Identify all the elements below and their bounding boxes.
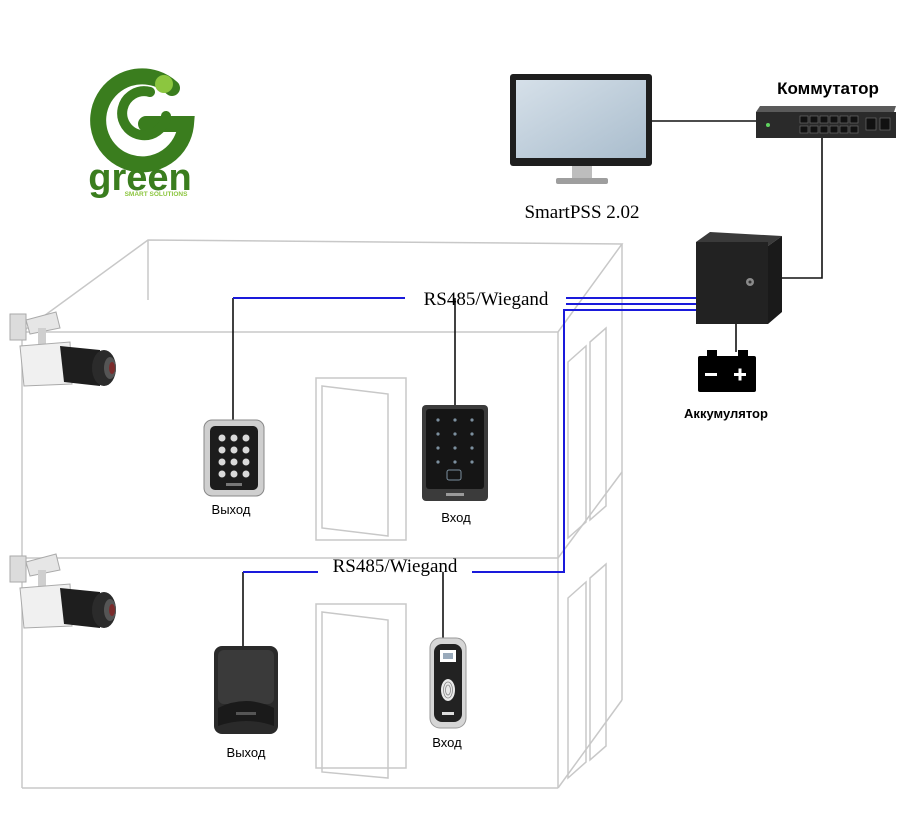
brand-logo: green SMART SOLUTIONS: [88, 68, 195, 199]
door-icon: [315, 377, 407, 541]
cctv-camera-icon: [9, 553, 116, 629]
network-switch-icon: [756, 106, 896, 138]
battery-label: Аккумулятор: [684, 406, 768, 421]
entry-top-label: Вход: [441, 510, 471, 525]
building: [19, 239, 624, 789]
building-roof: [19, 239, 624, 333]
switch-label: Коммутатор: [777, 79, 879, 98]
bus-bottom-label: RS485/Wiegand: [333, 556, 458, 577]
rs485-bus: [233, 297, 696, 573]
network-cabling: [232, 120, 823, 646]
cctv-camera-icon: [9, 311, 116, 387]
bus-top-label: RS485/Wiegand: [424, 289, 549, 310]
side-window: [567, 580, 587, 780]
entry-bottom-label: Вход: [432, 735, 462, 750]
door-icon: [315, 603, 407, 779]
logo-wordmark: green: [88, 157, 191, 199]
keypad-reader-icon: [422, 405, 488, 501]
logo-g-inner: [117, 86, 171, 141]
exit-bottom-label: Выход: [227, 745, 266, 760]
access-controller-icon: [696, 232, 782, 324]
bus-riser: [472, 309, 696, 573]
side-window: [589, 562, 607, 762]
battery-icon: [698, 350, 756, 392]
side-window: [567, 344, 587, 540]
switch-to-controller-cable: [780, 138, 823, 279]
keypad-reader-icon: [203, 419, 265, 497]
software-label: SmartPSS 2.02: [524, 202, 639, 223]
logo-g-mark: [90, 68, 195, 173]
fingerprint-reader-icon: [429, 637, 467, 729]
card-reader-icon: [214, 646, 278, 734]
logo-tagline: SMART SOLUTIONS: [125, 191, 188, 198]
side-window: [589, 326, 607, 522]
logo-dot: [155, 75, 173, 93]
monitor-icon: [510, 74, 652, 184]
exit-top-label: Выход: [212, 502, 251, 517]
